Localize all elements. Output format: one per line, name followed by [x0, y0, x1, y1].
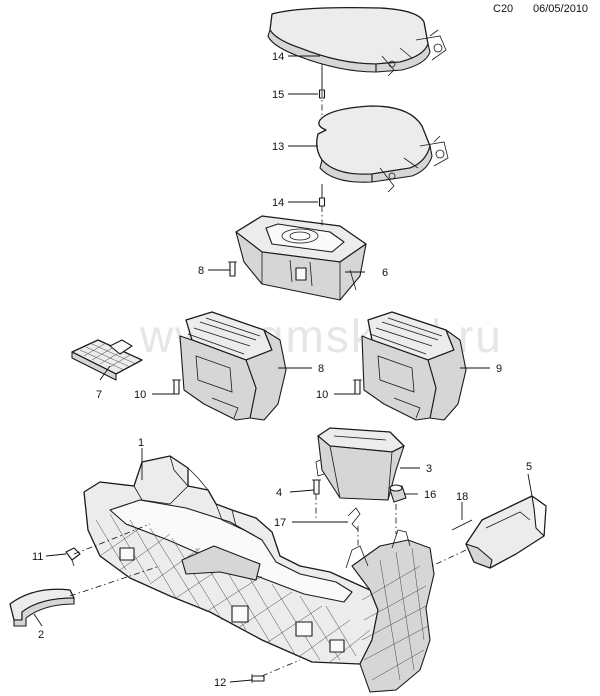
part-10-screw-right[interactable] [353, 379, 362, 395]
part-3-storage-bin[interactable] [315, 427, 405, 501]
part-12-screw[interactable] [251, 674, 265, 683]
callout-11: 11 [32, 551, 43, 563]
callout-5: 5 [526, 461, 532, 473]
callout-10-left: 10 [134, 389, 146, 401]
part-8-cup-holder-bin[interactable] [179, 311, 287, 421]
callout-12: 12 [214, 677, 226, 689]
part-8-screw-upper[interactable] [228, 261, 237, 277]
part-18-rod[interactable] [451, 502, 473, 531]
callout-15: 15 [272, 89, 284, 101]
callout-17: 17 [274, 517, 286, 529]
callout-10-right: 10 [316, 389, 328, 401]
diagram-code: C20 [493, 3, 514, 15]
part-10-screw-left[interactable] [172, 379, 181, 395]
callout-9: 9 [496, 363, 502, 375]
part-14-screw[interactable] [318, 184, 326, 207]
callout-labels: 14 15 13 14 8 6 7 10 8 10 9 1 3 4 16 5 1… [32, 51, 532, 689]
part-9-cup-holder-bin[interactable] [361, 311, 467, 421]
part-7-tray-mat[interactable] [71, 339, 143, 381]
callout-14-top: 14 [272, 51, 284, 63]
part-11-clip[interactable] [65, 547, 81, 567]
callout-18: 18 [456, 491, 468, 503]
diagram-date: 06/05/2010 [533, 3, 589, 15]
callout-6: 6 [382, 267, 388, 279]
assembly-lines [69, 64, 467, 677]
part-16-bushing[interactable] [389, 484, 407, 503]
callout-8-left: 8 [198, 265, 204, 277]
callout-1: 1 [138, 437, 144, 449]
part-14-armrest-cover[interactable] [267, 6, 447, 77]
callout-14-mid: 14 [272, 197, 284, 209]
part-4-screw[interactable] [312, 479, 321, 495]
part-5-end-cap[interactable] [465, 495, 547, 569]
callout-4: 4 [276, 487, 282, 499]
leader-lines [33, 55, 533, 683]
callout-3: 3 [426, 463, 432, 475]
part-17-clip[interactable] [347, 507, 361, 531]
part-1-console-frame[interactable] [83, 455, 435, 693]
callout-13: 13 [272, 141, 284, 153]
callout-7: 7 [96, 389, 102, 401]
callout-8-right: 8 [318, 363, 324, 375]
callout-16: 16 [424, 489, 436, 501]
part-2-side-trim[interactable] [9, 588, 75, 627]
callout-2: 2 [38, 629, 44, 641]
part-13-armrest[interactable] [316, 105, 449, 193]
part-6-storage-tray[interactable] [235, 215, 367, 301]
